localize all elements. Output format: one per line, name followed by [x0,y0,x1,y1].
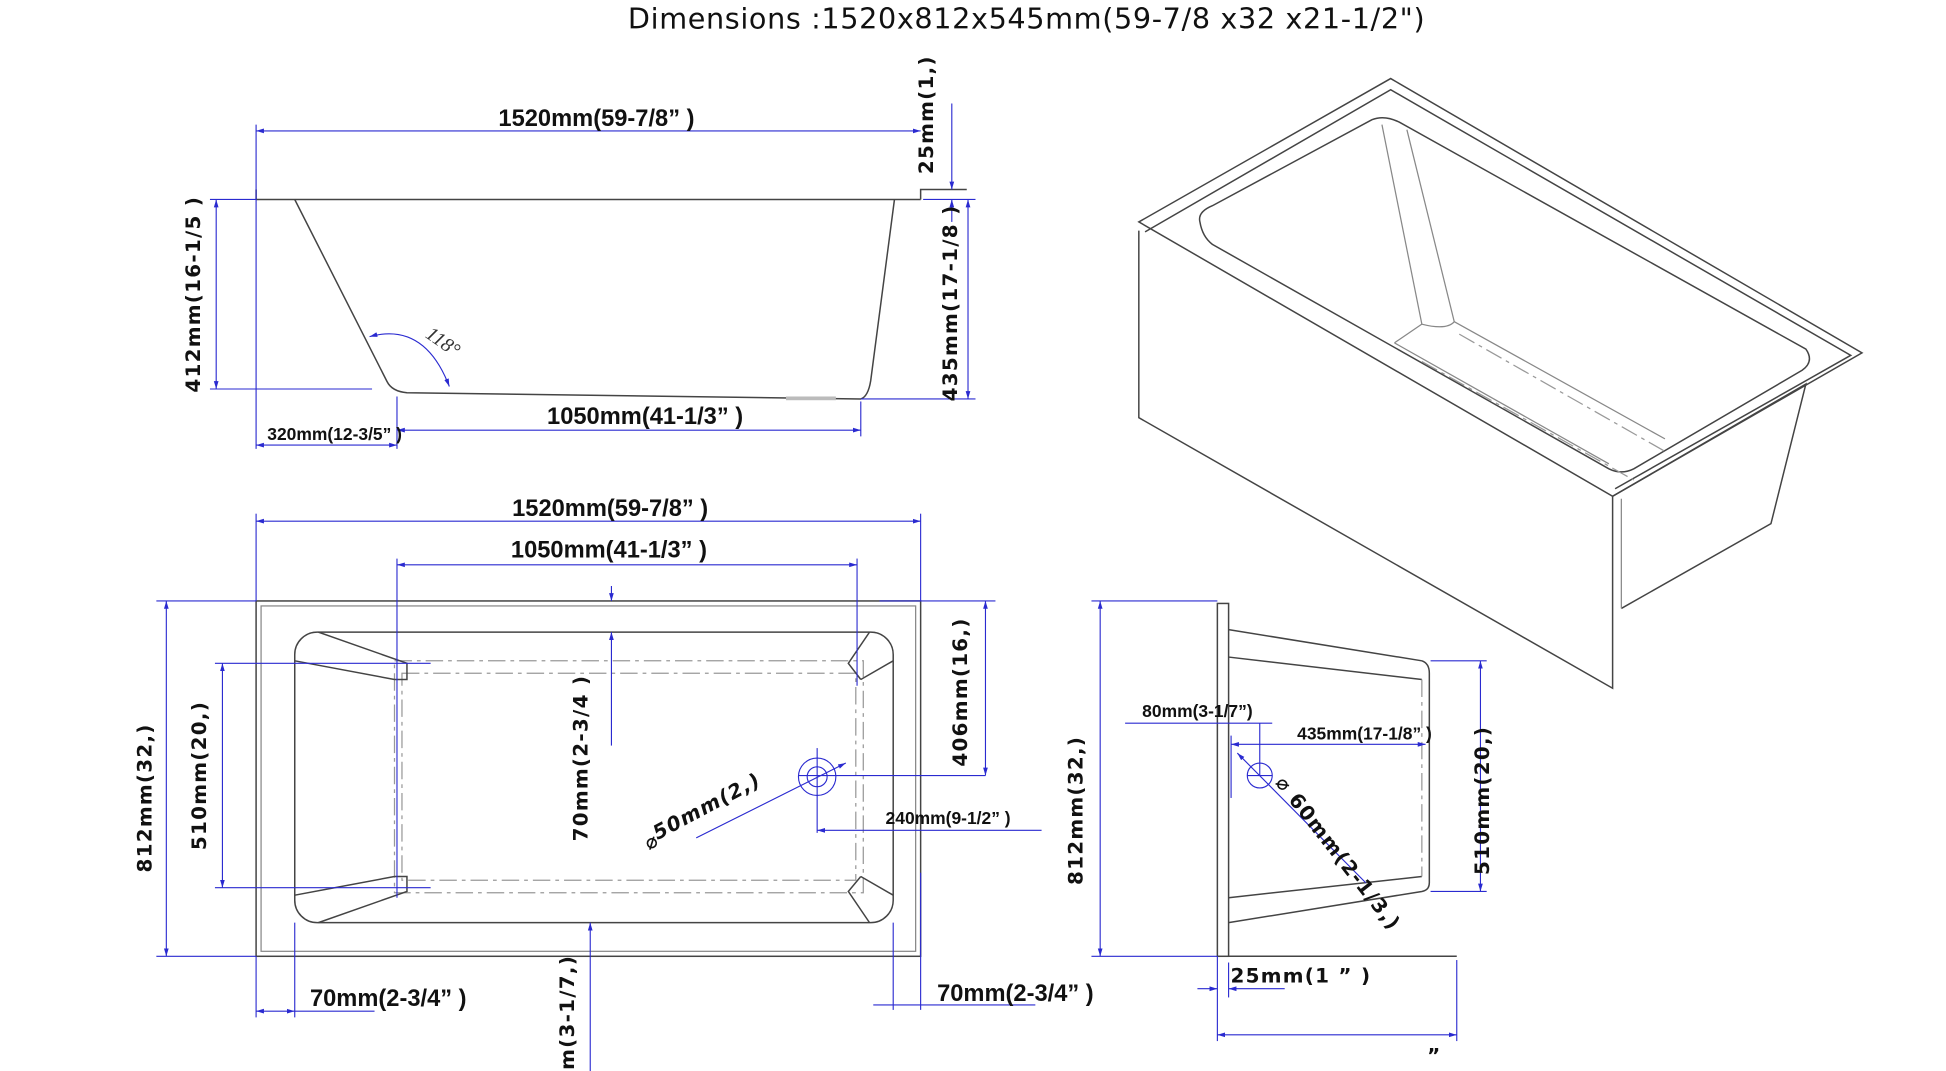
side-depth-left-label: 412mm(16-1/5 ) [181,196,205,393]
isometric-view [1137,77,1864,690]
side-view: 1520mm(59-7/8” ) 25mm(1,) 412mm(16-1/5 )… [181,55,976,449]
side-length-label: 1520mm(59-7/8” ) [498,106,694,132]
top-view: 1520mm(59-7/8” ) 1050mm(41-1/3” ) 812mm(… [132,496,1094,1071]
end-bottom-partial-label: ” [1427,1043,1441,1067]
end-view: 812mm(32,) 80mm(3-1/7”) 435mm(17-1/8” ) … [1064,600,1494,1067]
bottom-dim-partial-label: m(3-1/7,) [555,955,579,1070]
top-width-label: 812mm(32,) [132,723,156,872]
side-rim-label: 25mm(1,) [914,55,938,174]
side-bottom-length-label: 1050mm(41-1/3” ) [547,404,743,430]
top-inner-width-label: 510mm(20,) [187,701,211,850]
side-offset-label: 320mm(12-3/5” ) [267,424,402,444]
top-inner-length-label: 1050mm(41-1/3” ) [511,537,707,563]
wall-left-label: 70mm(2-3/4” ) [310,986,467,1012]
overflow-diameter-label: ⌀ 60mm(2-1/3,) [1271,771,1406,934]
top-length-label: 1520mm(59-7/8” ) [512,496,708,522]
drain-offset-y-label: 406mm(16,) [948,617,972,766]
top-wall-label: 70mm(2-3/4 ) [569,675,593,842]
end-inner-length-label: 435mm(17-1/8” ) [1297,723,1432,743]
flange-label: 25mm(1 ” ) [1230,963,1371,987]
drawing-title: Dimensions :1520x812x545mm(59-7/8 x32 x2… [628,2,1425,36]
end-width-label: 812mm(32,) [1064,736,1088,885]
angle-label: 118° [422,323,464,362]
side-depth-right-label: 435mm(17-1/8 ) [938,205,962,402]
wall-right-label: 70mm(2-3/4” ) [937,981,1094,1007]
drain-offset-x-label: 240mm(9-1/2” ) [886,808,1011,828]
overflow-offset-label: 80mm(3-1/7”) [1142,701,1252,721]
end-inner-width-label: 510mm(20,) [1470,726,1494,875]
